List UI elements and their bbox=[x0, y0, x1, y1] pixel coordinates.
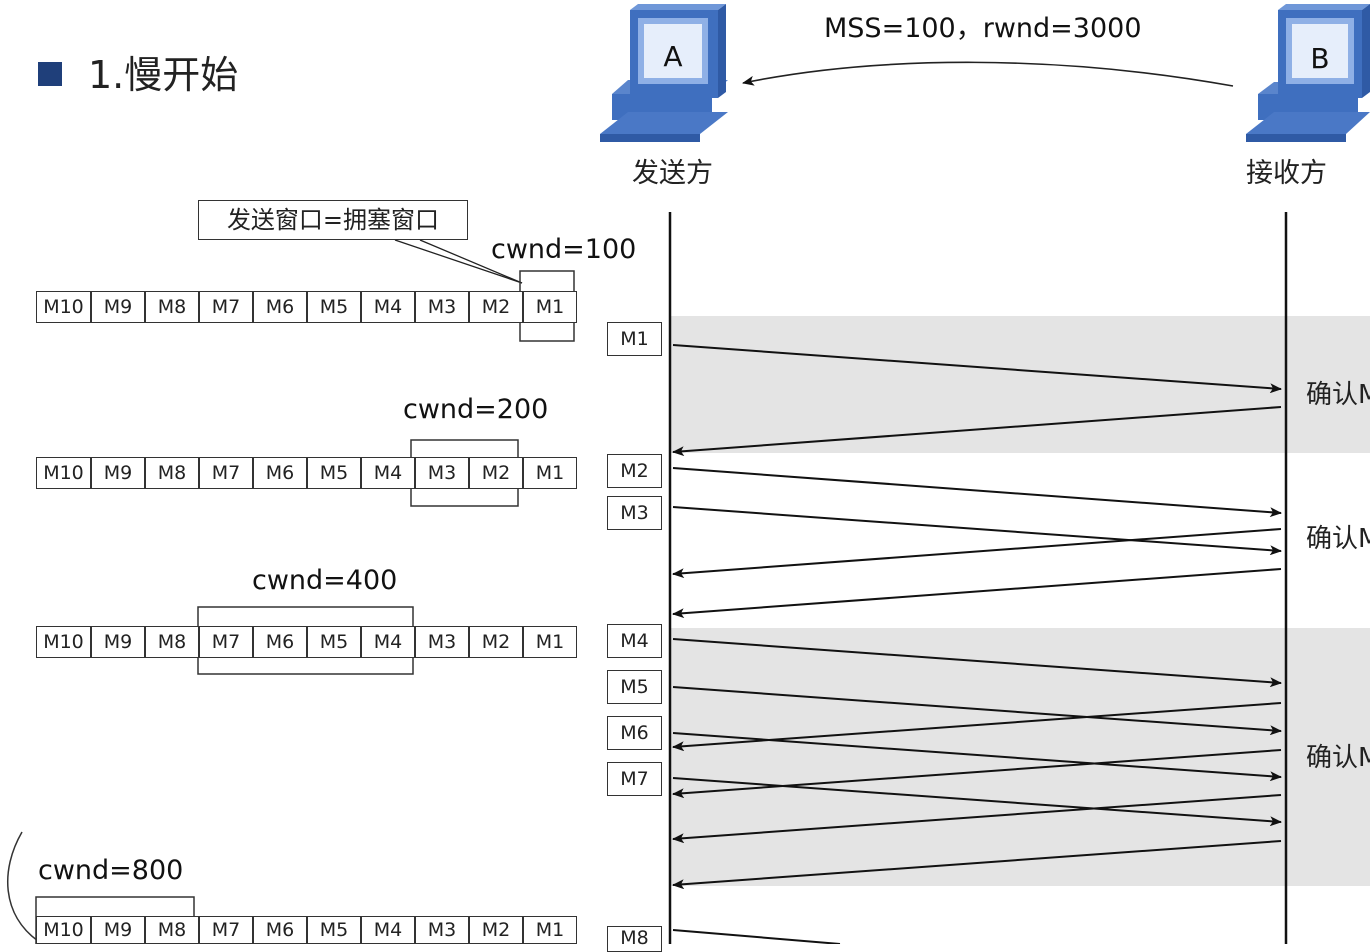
ack-label: 确认M bbox=[1306, 380, 1370, 410]
segment-cell-m9: M9 bbox=[91, 457, 145, 489]
segment-cell-m3: M3 bbox=[415, 457, 469, 489]
cwnd-label: cwnd=200 bbox=[403, 394, 549, 425]
segment-cell-m3: M3 bbox=[415, 916, 469, 944]
segment-cell-m7: M7 bbox=[199, 457, 253, 489]
segment-cell-m9: M9 bbox=[91, 291, 145, 323]
band-round-1 bbox=[670, 316, 1370, 453]
ack-arrow-5 bbox=[672, 749, 1282, 799]
ack-arrow-1 bbox=[672, 406, 1282, 457]
segment-cell-m4: M4 bbox=[361, 626, 415, 658]
segment-cell-m1: M1 bbox=[523, 457, 577, 489]
segment-cell-m7: M7 bbox=[199, 916, 253, 944]
segment-cell-m5: M5 bbox=[307, 626, 361, 658]
message-box-m7: M7 bbox=[607, 762, 662, 796]
ack-arrow-3 bbox=[672, 568, 1282, 619]
curve-fragment bbox=[6, 831, 39, 942]
segment-cell-m2: M2 bbox=[469, 457, 523, 489]
header-label: MSS=100，rwnd=3000 bbox=[824, 13, 1142, 44]
segment-cell-m8: M8 bbox=[145, 626, 199, 658]
segment-cell-m4: M4 bbox=[361, 291, 415, 323]
segment-cell-m10: M10 bbox=[36, 626, 91, 658]
computer-b-letter: B bbox=[1310, 42, 1329, 75]
ack-label: 确认M bbox=[1306, 524, 1370, 554]
note-pointer bbox=[419, 239, 523, 284]
segment-cell-m6: M6 bbox=[253, 457, 307, 489]
slide-title: 1.慢开始 bbox=[88, 53, 239, 97]
computer-b-icon bbox=[1246, 4, 1370, 142]
segment-cell-m6: M6 bbox=[253, 916, 307, 944]
segment-cell-m9: M9 bbox=[91, 626, 145, 658]
data-arrows bbox=[672, 344, 1282, 944]
message-box-m5: M5 bbox=[607, 670, 662, 704]
segment-cell-m4: M4 bbox=[361, 916, 415, 944]
ack-arrow-2 bbox=[672, 528, 1282, 579]
ack-arrow-6 bbox=[672, 794, 1282, 844]
segment-cell-m5: M5 bbox=[307, 291, 361, 323]
message-box-m1: M1 bbox=[607, 322, 662, 356]
segment-cell-m10: M10 bbox=[36, 457, 91, 489]
segment-cell-m5: M5 bbox=[307, 916, 361, 944]
segment-cell-m9: M9 bbox=[91, 916, 145, 944]
computer-a-icon bbox=[600, 4, 728, 142]
segment-cell-m3: M3 bbox=[415, 626, 469, 658]
arrow-m1 bbox=[672, 344, 1282, 394]
arrow-m8 bbox=[672, 929, 841, 944]
computer-a-letter: A bbox=[663, 40, 682, 73]
segment-cell-m10: M10 bbox=[36, 291, 91, 323]
sender-label: 发送方 bbox=[632, 158, 713, 189]
cwnd-label: cwnd=400 bbox=[252, 565, 398, 596]
message-box-m4: M4 bbox=[607, 624, 662, 658]
arrow-m4 bbox=[672, 638, 1282, 688]
message-box-m8: M8 bbox=[607, 926, 662, 952]
segment-cell-m8: M8 bbox=[145, 457, 199, 489]
arrow-m5 bbox=[672, 686, 1282, 736]
segment-cell-m5: M5 bbox=[307, 457, 361, 489]
segment-cell-m2: M2 bbox=[469, 291, 523, 323]
segment-cell-m6: M6 bbox=[253, 626, 307, 658]
segment-cell-m6: M6 bbox=[253, 291, 307, 323]
message-box-m6: M6 bbox=[607, 716, 662, 750]
segment-cell-m2: M2 bbox=[469, 626, 523, 658]
segment-cell-m8: M8 bbox=[145, 916, 199, 944]
arrow-m3 bbox=[672, 506, 1282, 556]
ack-label: 确认M bbox=[1306, 743, 1370, 773]
segment-cell-m1: M1 bbox=[523, 626, 577, 658]
ack-arrow-7 bbox=[672, 840, 1282, 890]
window-note: 发送窗口=拥塞窗口 bbox=[198, 200, 468, 240]
note-pointer bbox=[394, 239, 523, 284]
ack-arrows bbox=[672, 406, 1282, 890]
message-box-m3: M3 bbox=[607, 496, 662, 530]
arrow-m7 bbox=[672, 777, 1282, 827]
band-round-3 bbox=[670, 628, 1370, 886]
ack-arrow-4 bbox=[672, 702, 1282, 752]
arrow-m2 bbox=[672, 467, 1282, 518]
segment-cell-m10: M10 bbox=[36, 916, 91, 944]
segment-cell-m7: M7 bbox=[199, 291, 253, 323]
segment-cell-m2: M2 bbox=[469, 916, 523, 944]
cwnd-label: cwnd=800 bbox=[38, 855, 184, 886]
segment-cell-m8: M8 bbox=[145, 291, 199, 323]
segment-cell-m1: M1 bbox=[523, 916, 577, 944]
cwnd-label: cwnd=100 bbox=[491, 234, 637, 265]
segment-cell-m3: M3 bbox=[415, 291, 469, 323]
header-arrow bbox=[742, 61, 1234, 87]
title-bullet-icon bbox=[38, 62, 62, 86]
segment-cell-m1: M1 bbox=[523, 291, 577, 323]
segment-cell-m4: M4 bbox=[361, 457, 415, 489]
message-box-m2: M2 bbox=[607, 454, 662, 488]
segment-cell-m7: M7 bbox=[199, 626, 253, 658]
receiver-label: 接收方 bbox=[1246, 158, 1327, 189]
